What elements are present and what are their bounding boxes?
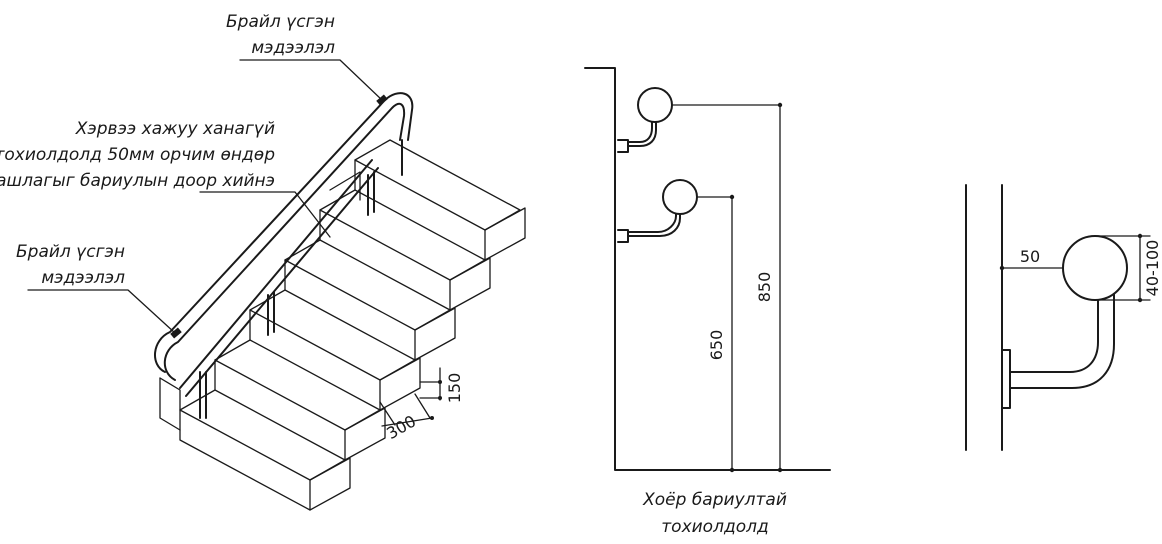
braille-bottom-line2: мэдээлэл — [41, 268, 125, 288]
braille-bottom-line1: Брайл үсгэн — [16, 242, 125, 262]
stair-handrail — [154, 92, 414, 419]
braille-top-line1: Брайл үсгэн — [226, 12, 335, 32]
note-line1: Хэрвээ хажуу ханагүй — [75, 119, 275, 139]
braille-marker-bottom — [170, 327, 182, 339]
stair-steps — [159, 139, 526, 511]
wall-gap-value: 50 — [1020, 247, 1040, 266]
upper-rail — [617, 87, 673, 153]
note-line3: хашлагыг бариулын доор хийнэ — [0, 171, 275, 191]
double-rail-caption-line2: тохиолдолд — [661, 517, 768, 537]
lower-height-value: 650 — [707, 330, 726, 361]
riser-height-value: 150 — [445, 373, 464, 404]
double-rail-caption-line1: Хоёр бариултай — [642, 490, 787, 510]
leader-lines — [27, 59, 383, 334]
diameter-dimension-line — [1094, 235, 1151, 301]
dimension-tread: 300 — [379, 393, 434, 443]
double-rail-elevation: 850 650 Хоёр бариултай тохиолдолд — [584, 67, 831, 537]
rail-diameter-value: 40-100 — [1143, 240, 1162, 297]
label-braille-bottom: Брайл үсгэн мэдээлэл — [16, 242, 125, 288]
lower-rail — [617, 179, 698, 243]
label-braille-top: Брайл үсгэн мэдээлэл — [226, 12, 335, 58]
rail-detail: 50 40-100 — [965, 184, 1162, 451]
dimension-riser: 150 — [419, 367, 464, 404]
wall-floor-line — [584, 67, 831, 471]
note-line2: тохиолдолд 50мм орчим өндөр — [0, 145, 275, 165]
upper-height-value: 850 — [755, 272, 774, 303]
label-note: Хэрвээ хажуу ханагүй тохиолдолд 50мм орч… — [0, 119, 275, 191]
braille-top-line2: мэдээлэл — [251, 38, 335, 58]
staircase-drawing: Брайл үсгэн мэдээлэл Хэрвээ хажуу ханагү… — [0, 12, 526, 511]
